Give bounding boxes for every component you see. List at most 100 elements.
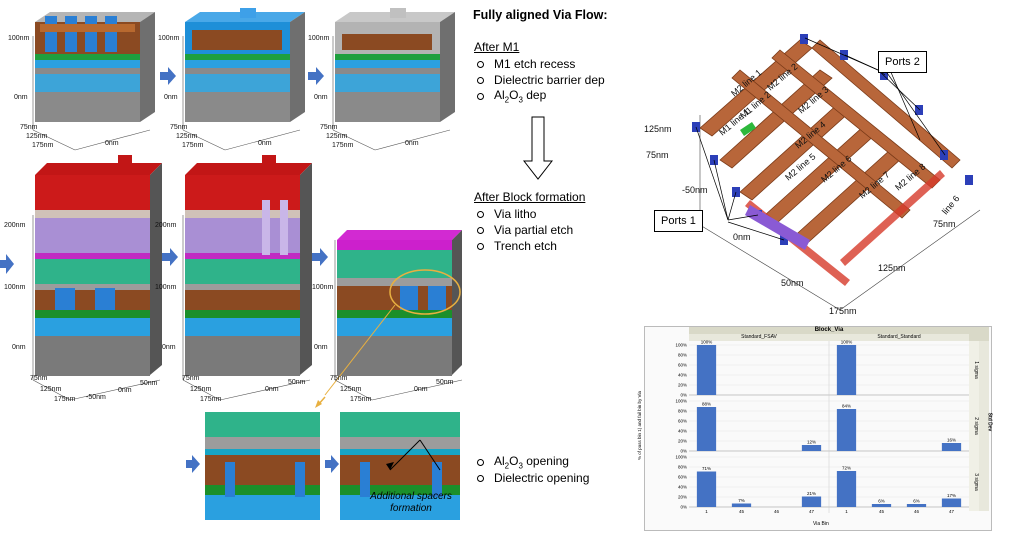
y-tick-label: 60% — [678, 475, 687, 480]
tick-label: 75nm — [30, 375, 48, 382]
bullet-icon — [477, 458, 484, 466]
block-via-chart: Block_Via Standard_FSAV Standard_Standar… — [637, 326, 992, 531]
tick-label: 125nm — [340, 386, 362, 393]
data-label: 12% — [807, 440, 816, 445]
bar — [836, 471, 857, 507]
tick-label: 0nm — [14, 94, 28, 101]
tick-label: 175nm — [200, 396, 222, 403]
y-tick-label: 40% — [678, 373, 687, 378]
tick-label: 200nm — [4, 222, 26, 229]
row-strip — [969, 341, 979, 511]
model-tick: 125nm — [878, 263, 906, 273]
after-block-heading: After Block formation — [474, 190, 586, 204]
data-label: 17% — [947, 493, 956, 498]
tick-label: 0nm — [105, 140, 119, 147]
tick-label: 125nm — [326, 133, 348, 140]
bullet-icon — [477, 474, 484, 482]
list-item: Dielectric barrier dep — [477, 72, 605, 88]
list-item: Via litho — [477, 206, 585, 222]
y-tick-label: 60% — [678, 419, 687, 424]
tick-label: 100nm — [158, 35, 180, 42]
model-tick: 75nm — [933, 219, 956, 229]
y-tick-label: 20% — [678, 383, 687, 388]
data-label: 72% — [842, 466, 851, 471]
tick-label: 50nm — [436, 379, 454, 386]
tick-label: 0nm — [314, 94, 328, 101]
after-m1-heading: After M1 — [474, 40, 520, 54]
tick-label: 175nm — [32, 142, 54, 149]
data-label: 6% — [913, 499, 920, 504]
tick-label: 175nm — [182, 142, 204, 149]
panel-header: Standard_Standard — [829, 334, 969, 341]
tick-label: 0nm — [258, 140, 272, 147]
block-after-m1-c — [335, 8, 455, 122]
tick-label: 100nm — [4, 284, 26, 291]
bar — [836, 409, 857, 451]
ports1-callout: Ports 1 — [654, 210, 703, 232]
arrow-right-icon — [160, 67, 176, 85]
y-tick-label: 80% — [678, 353, 687, 358]
arrow-right-icon — [186, 455, 200, 473]
bullet-icon — [477, 242, 484, 250]
x-tick-label: 47 — [809, 509, 815, 514]
y-tick-label: 100% — [675, 455, 687, 460]
bullet-icon — [477, 76, 484, 84]
x-tick-label: 1 — [845, 509, 848, 514]
flow-title: Fully aligned Via Flow: — [473, 8, 608, 22]
tick-label: 100nm — [155, 284, 177, 291]
y-tick-label: 80% — [678, 465, 687, 470]
data-label: 84% — [842, 404, 851, 409]
list-item: Al2O3 opening — [477, 454, 589, 470]
tick-label: 175nm — [54, 396, 76, 403]
tick-label: 75nm — [170, 124, 188, 131]
tick-label: 75nm — [320, 124, 338, 131]
tick-label: 50nm — [140, 380, 158, 387]
block-after-m1-a — [35, 12, 155, 122]
zoom-view-a — [205, 412, 320, 520]
tick-label: 0nm — [405, 140, 419, 147]
tick-label: 100nm — [312, 284, 334, 291]
bar — [941, 443, 962, 451]
data-label: 16% — [947, 438, 956, 443]
tick-label: 75nm — [20, 124, 38, 131]
x-tick-label: 45 — [739, 509, 745, 514]
block-after-block-a — [35, 155, 162, 376]
y-axis-label: % of pass bin 1) and fail bin by Via — [636, 391, 642, 460]
tick-label: 100nm — [8, 35, 30, 42]
bar — [696, 471, 717, 507]
tick-label: 0nm — [12, 344, 26, 351]
bar — [696, 345, 717, 395]
x-tick-label: 46 — [914, 509, 920, 514]
block-after-m1-b — [185, 8, 305, 122]
list-item: Via partial etch — [477, 222, 585, 238]
chart-title: Block_Via — [689, 327, 969, 334]
tick-label: 175nm — [332, 142, 354, 149]
tick-label: 125nm — [176, 133, 198, 140]
tick-label: 0nm — [162, 344, 176, 351]
data-label: 100% — [701, 340, 713, 345]
y-tick-label: 0% — [680, 449, 687, 454]
bullet-icon — [477, 210, 484, 218]
y-tick-label: 0% — [680, 393, 687, 398]
model-tick: -50nm — [682, 185, 708, 195]
x-tick-label: 47 — [949, 509, 955, 514]
after-block-section: After Block formation Via litho Via part… — [474, 190, 585, 254]
row-header-strip — [979, 341, 989, 511]
data-label: 7% — [738, 498, 745, 503]
model-tick: 125nm — [644, 124, 672, 134]
arrow-right-icon — [0, 254, 14, 274]
tick-label: 125nm — [26, 133, 48, 140]
bullet-icon — [477, 60, 484, 68]
arrow-right-icon — [162, 248, 178, 266]
flow-down-arrow-icon — [522, 116, 554, 180]
bar — [941, 498, 962, 507]
after-m1-section: After M1 M1 etch recess Dielectric barri… — [474, 40, 605, 104]
interconnect-3d-model — [692, 34, 981, 311]
al2o3-dep-label: Al2O3 dep — [494, 87, 547, 105]
tick-label: 125nm — [40, 386, 62, 393]
chart-corner — [969, 327, 989, 341]
process-views — [0, 8, 463, 520]
x-tick-label: 45 — [879, 509, 885, 514]
block-after-block-c — [324, 230, 462, 396]
model-tick: 75nm — [646, 150, 669, 160]
